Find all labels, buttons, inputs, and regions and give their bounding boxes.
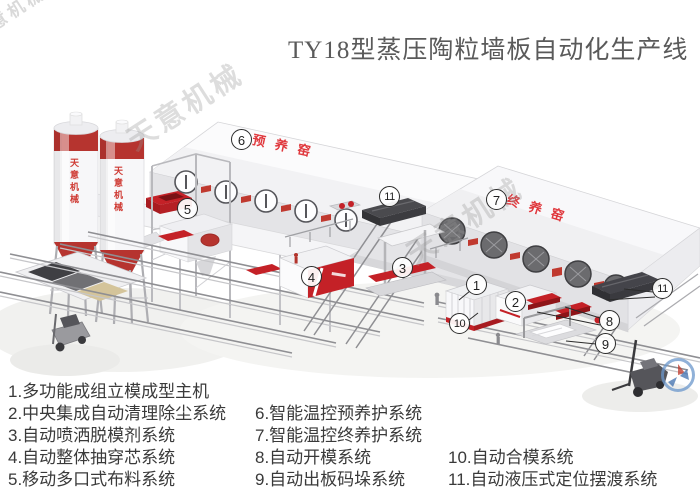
callout-2: 2 [505,291,526,312]
callout-3: 3 [392,257,413,278]
callout-1: 1 [466,274,487,295]
page-title: TY18型蒸压陶粒墙板自动化生产线 [288,37,689,64]
legend-item-11: 11.自动液压式定位摆渡系统 [448,470,658,489]
forklift-icon [611,339,668,397]
legend-item-5: 5.移动多口式布料系统 [8,470,176,489]
safety-railings [284,218,469,258]
legend-item-6: 6.智能温控预养护系统 [255,404,423,423]
legend-item-8: 8.自动开模系统 [255,448,372,467]
callout-4: 4 [301,266,322,287]
callout-6: 6 [231,129,252,150]
legend-item-10: 10.自动合模系统 [448,448,574,467]
legend-item-9: 9.自动出板码垛系统 [255,470,406,489]
callout-7: 7 [486,189,507,210]
kiln-eave-red-marks [201,185,331,222]
callout-10: 10 [449,313,470,334]
brand-logo-watermark [659,356,697,394]
silo-brand-label: 天意机械 [69,158,79,206]
cleaning-return-machines [526,293,602,324]
brand-logo-icon [661,358,695,392]
callout-11: 11 [379,186,400,207]
ferry-cart [592,272,660,302]
mold-line-rails-left [0,200,425,358]
callout-11-b: 11 [652,278,673,299]
ferry-cart [362,198,426,226]
legend-item-4: 4.自动整体抽穿芯系统 [8,448,176,467]
callout-8: 8 [599,310,620,331]
callout-5: 5 [177,198,198,219]
release-agent-sprayer [365,223,447,297]
legend-item-3: 3.自动喷洒脱模剂系统 [8,426,176,445]
forklift-icon [51,313,91,352]
callout-9: 9 [595,333,616,354]
callout-leader-lines [458,288,656,345]
silo-brand-label: 天意机械 [113,166,123,214]
legend-item-7: 7.智能温控终养护系统 [255,426,423,445]
board-stacker [514,305,598,345]
worker-figure [294,253,501,344]
mold-cart [158,200,362,275]
legend-item-2: 2.中央集成自动清理除尘系统 [8,404,227,423]
kiln-fan-icons [174,170,358,232]
legend-item-1: 1.多功能成组立模成型主机 [8,382,210,401]
